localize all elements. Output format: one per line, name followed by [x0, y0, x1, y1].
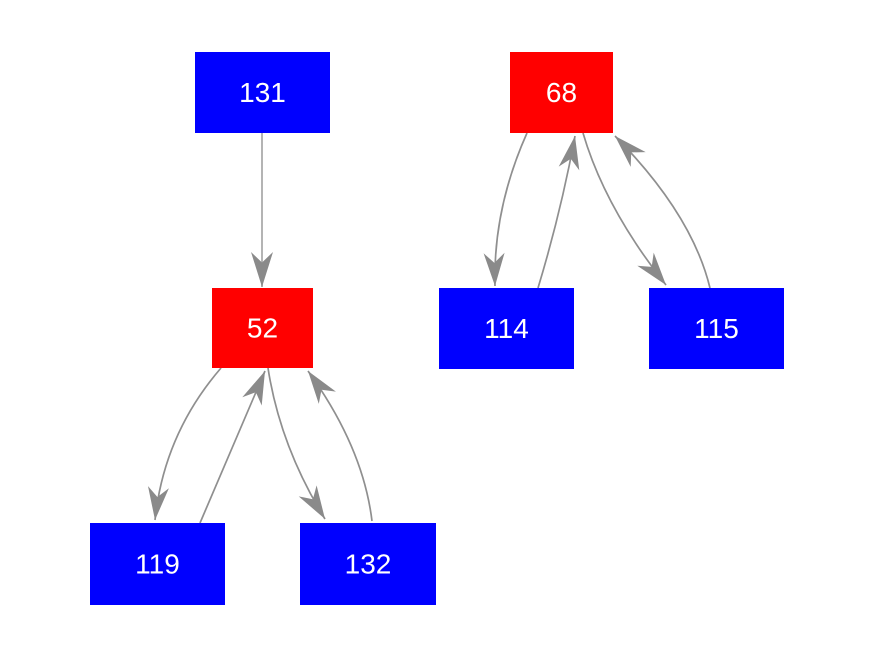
arrowhead-119-52: [242, 371, 265, 406]
arrowhead-52-119: [148, 486, 169, 520]
node-label-52: 52: [247, 313, 278, 344]
arrowhead-131-52: [251, 252, 273, 287]
graph-node-131: 131: [195, 52, 330, 133]
node-label-131: 131: [239, 77, 286, 108]
node-label-114: 114: [484, 313, 529, 344]
arrowhead-68-114: [483, 252, 505, 286]
graph-node-68: 68: [510, 52, 613, 133]
node-label-119: 119: [135, 549, 180, 580]
arrowhead-132-52: [308, 371, 336, 404]
node-box-115: [649, 288, 784, 369]
node-box-68: [510, 52, 613, 133]
arrowhead-52-132: [298, 485, 325, 519]
node-box-119: [90, 523, 225, 605]
graph-node-132: 132: [300, 523, 436, 605]
arrowhead-115-68: [615, 136, 646, 167]
graph-node-114: 114: [439, 288, 574, 369]
node-box-132: [300, 523, 436, 605]
edge-line-115-68: [614, 135, 711, 289]
graph-node-115: 115: [649, 288, 784, 369]
graph-node-119: 119: [90, 523, 225, 605]
edge-line-119-52: [199, 370, 266, 524]
graph-node-52: 52: [212, 288, 313, 368]
node-label-115: 115: [694, 313, 739, 344]
node-label-68: 68: [546, 77, 577, 108]
node-box-52: [212, 288, 313, 368]
node-box-131: [195, 52, 330, 133]
arrowhead-68-115: [637, 252, 666, 285]
node-label-132: 132: [345, 549, 392, 580]
node-box-114: [439, 288, 574, 369]
arrowhead-114-68: [558, 136, 580, 171]
